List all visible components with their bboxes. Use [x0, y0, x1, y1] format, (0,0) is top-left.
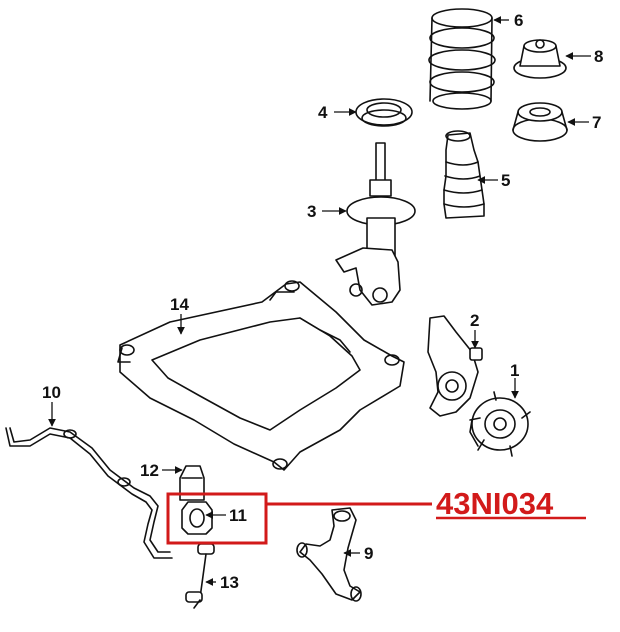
- wheel-hub: [469, 391, 531, 457]
- stabilizer-bar: [5, 427, 173, 559]
- callout-3[interactable]: 3: [307, 202, 316, 221]
- callout-5[interactable]: 5: [501, 171, 510, 190]
- upper-strut-mount: [513, 39, 567, 79]
- lower-control-arm: [296, 507, 362, 602]
- leader-lines: [48, 16, 591, 586]
- strut-bearing: [512, 102, 568, 142]
- strut-assembly: [335, 142, 416, 306]
- stabilizer-bracket: [179, 465, 205, 501]
- callout-4[interactable]: 4: [318, 103, 328, 122]
- callout-12[interactable]: 12: [140, 461, 159, 480]
- dust-boot: [443, 130, 485, 219]
- callout-13[interactable]: 13: [220, 573, 239, 592]
- callout-8[interactable]: 8: [594, 47, 603, 66]
- spring-seat: [355, 98, 413, 127]
- callout-11[interactable]: 11: [229, 506, 247, 525]
- callout-9[interactable]: 9: [364, 544, 373, 563]
- callout-2[interactable]: 2: [470, 311, 479, 330]
- callout-6[interactable]: 6: [514, 11, 523, 30]
- callout-14[interactable]: 14: [170, 295, 189, 314]
- callout-10[interactable]: 10: [42, 383, 61, 402]
- steering-knuckle: [427, 315, 483, 417]
- coil-spring: [428, 8, 496, 110]
- highlight-box: [166, 492, 268, 545]
- callout-1[interactable]: 1: [510, 361, 519, 380]
- stabilizer-link: [185, 543, 215, 609]
- callout-7[interactable]: 7: [592, 113, 601, 132]
- reference-code[interactable]: 43NI034: [436, 486, 554, 521]
- front-subframe: [117, 280, 405, 471]
- stabilizer-bushing: [181, 501, 213, 535]
